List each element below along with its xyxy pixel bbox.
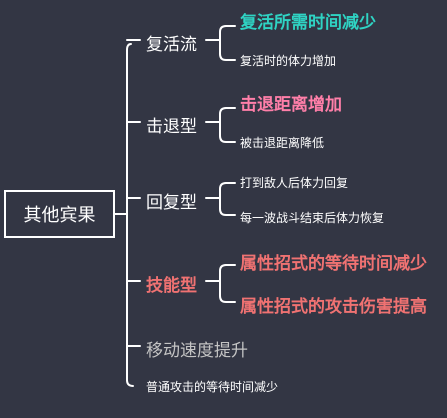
branch-knockback: 击退型 <box>146 117 197 137</box>
leaf-recovery-hit: 打到敌人后体力回复 <box>240 176 349 190</box>
main-spine <box>126 43 134 387</box>
bracket-recovery <box>219 182 236 216</box>
leaf-knockback-distance: 击退距离增加 <box>240 95 342 115</box>
bracket-skill <box>219 264 236 303</box>
branch-revive: 复活流 <box>146 35 197 55</box>
leaf-revive-time: 复活所需时间减少 <box>240 13 376 33</box>
root-node: 其他宾果 <box>4 190 115 238</box>
leaf-knockback-resist: 被击退距离降低 <box>240 136 325 150</box>
branch-recovery: 回复型 <box>146 193 197 213</box>
leaf-skill-damage: 属性招式的攻击伤害提高 <box>240 297 427 317</box>
leaf-skill-cooldown: 属性招式的等待时间减少 <box>240 254 427 274</box>
bracket-knockback <box>219 107 236 143</box>
leaf-recovery-wave: 每一波战斗结束后体力恢复 <box>240 211 385 225</box>
leaf-revive-health: 复活时的体力增加 <box>240 54 337 68</box>
branch-skill: 技能型 <box>146 276 197 296</box>
branch-movement: 移动速度提升 <box>146 341 248 361</box>
bracket-revive <box>219 25 236 61</box>
branch-normal-attack: 普通攻击的等待时间减少 <box>146 380 279 394</box>
